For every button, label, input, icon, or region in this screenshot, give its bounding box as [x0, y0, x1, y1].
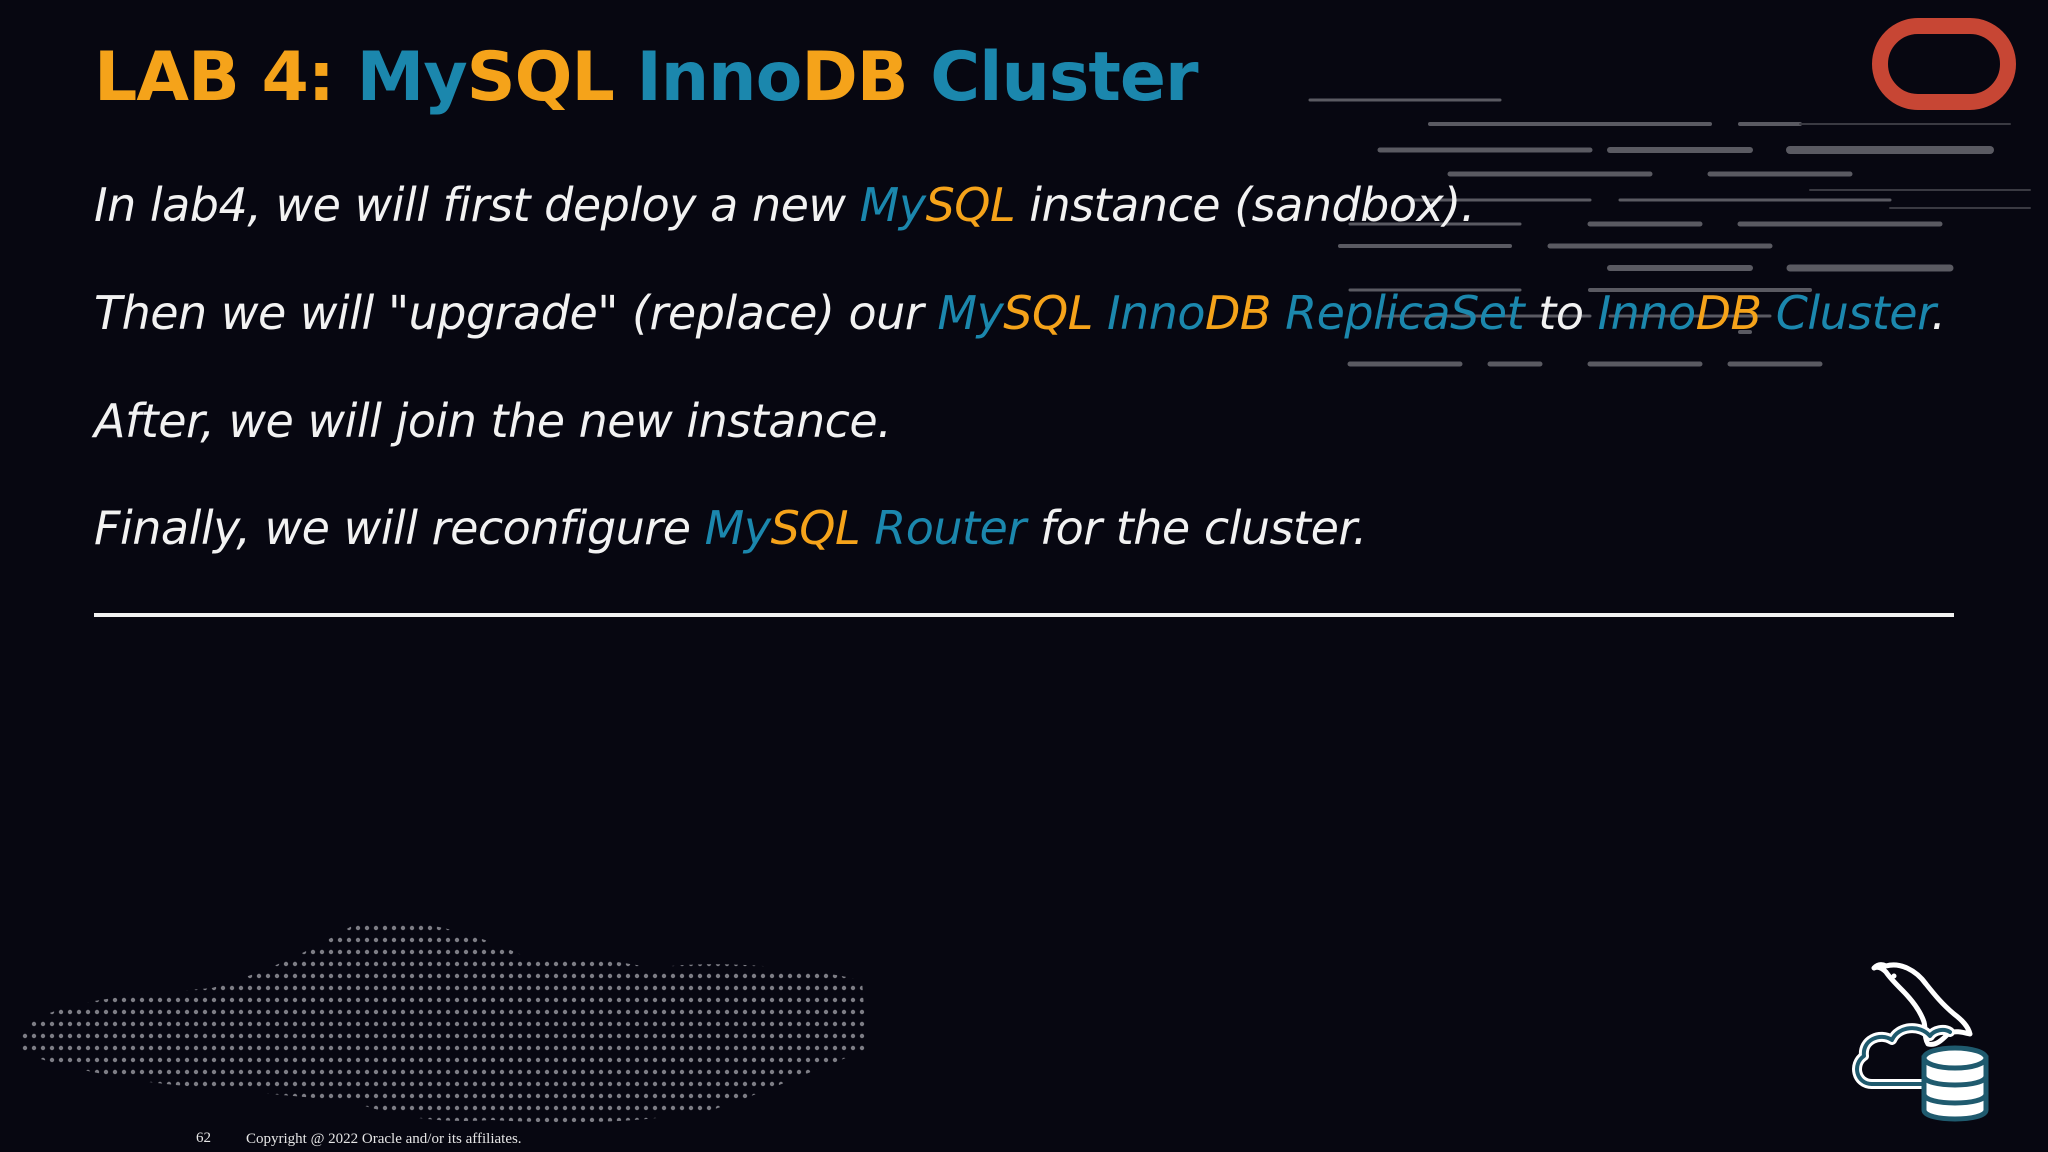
title-lab: LAB 4:: [94, 38, 357, 117]
line1-sql: SQL: [925, 178, 1016, 232]
page-number: 62: [196, 1130, 211, 1146]
bullet-line-1: In lab4, we will first deploy a new MySQ…: [94, 178, 1475, 232]
mysql-cloud-database-icon: [1852, 962, 1989, 1122]
title-cluster: Cluster: [930, 38, 1198, 117]
line2-replicaset: ReplicaSet: [1285, 286, 1525, 340]
decorative-dot-pattern: [22, 919, 867, 1123]
line4-text-b: for the cluster.: [1025, 501, 1367, 555]
line2-db: DB: [1205, 286, 1271, 340]
line1-my: My: [859, 178, 926, 232]
line2-inno2: Inno: [1597, 286, 1697, 340]
line2-end: .: [1931, 286, 1946, 340]
divider-rule: [94, 613, 1954, 617]
title-my: My: [356, 38, 468, 117]
title-db: DB: [801, 38, 908, 117]
oracle-logo-icon: [1872, 18, 2016, 110]
line2-sql: SQL: [1003, 286, 1093, 340]
title-sql: SQL: [466, 38, 615, 117]
line2-db2: DB: [1695, 286, 1762, 340]
title-inno: Inno: [636, 38, 802, 117]
bullet-line-4: Finally, we will reconfigure MySQL Route…: [94, 501, 1367, 555]
bullet-line-2: Then we will "upgrade" (replace) our MyS…: [94, 286, 1946, 340]
line4-router: Router: [874, 501, 1026, 555]
line2-inno: Inno: [1106, 286, 1206, 340]
line4-text-a: Finally, we will reconfigure: [94, 501, 705, 555]
decorative-streaks: [1308, 98, 2031, 367]
bullet-line-3: After, we will join the new instance.: [94, 394, 892, 448]
line2-text-a: Then we will "upgrade" (replace) our: [94, 286, 938, 340]
line4-my: My: [704, 501, 771, 555]
line1-text-b: instance (sandbox).: [1015, 178, 1475, 232]
page-title: LAB 4: MySQL InnoDB Cluster: [94, 38, 1199, 117]
copyright-text: Copyright @ 2022 Oracle and/or its affil…: [246, 1131, 522, 1147]
line2-cluster: Cluster: [1775, 286, 1932, 340]
line2-my: My: [937, 286, 1004, 340]
line3-text: After, we will join the new instance.: [94, 394, 892, 448]
line2-to: to: [1524, 286, 1598, 340]
line1-text-a: In lab4, we will first deploy a new: [94, 178, 860, 232]
line4-sql: SQL: [770, 501, 861, 555]
